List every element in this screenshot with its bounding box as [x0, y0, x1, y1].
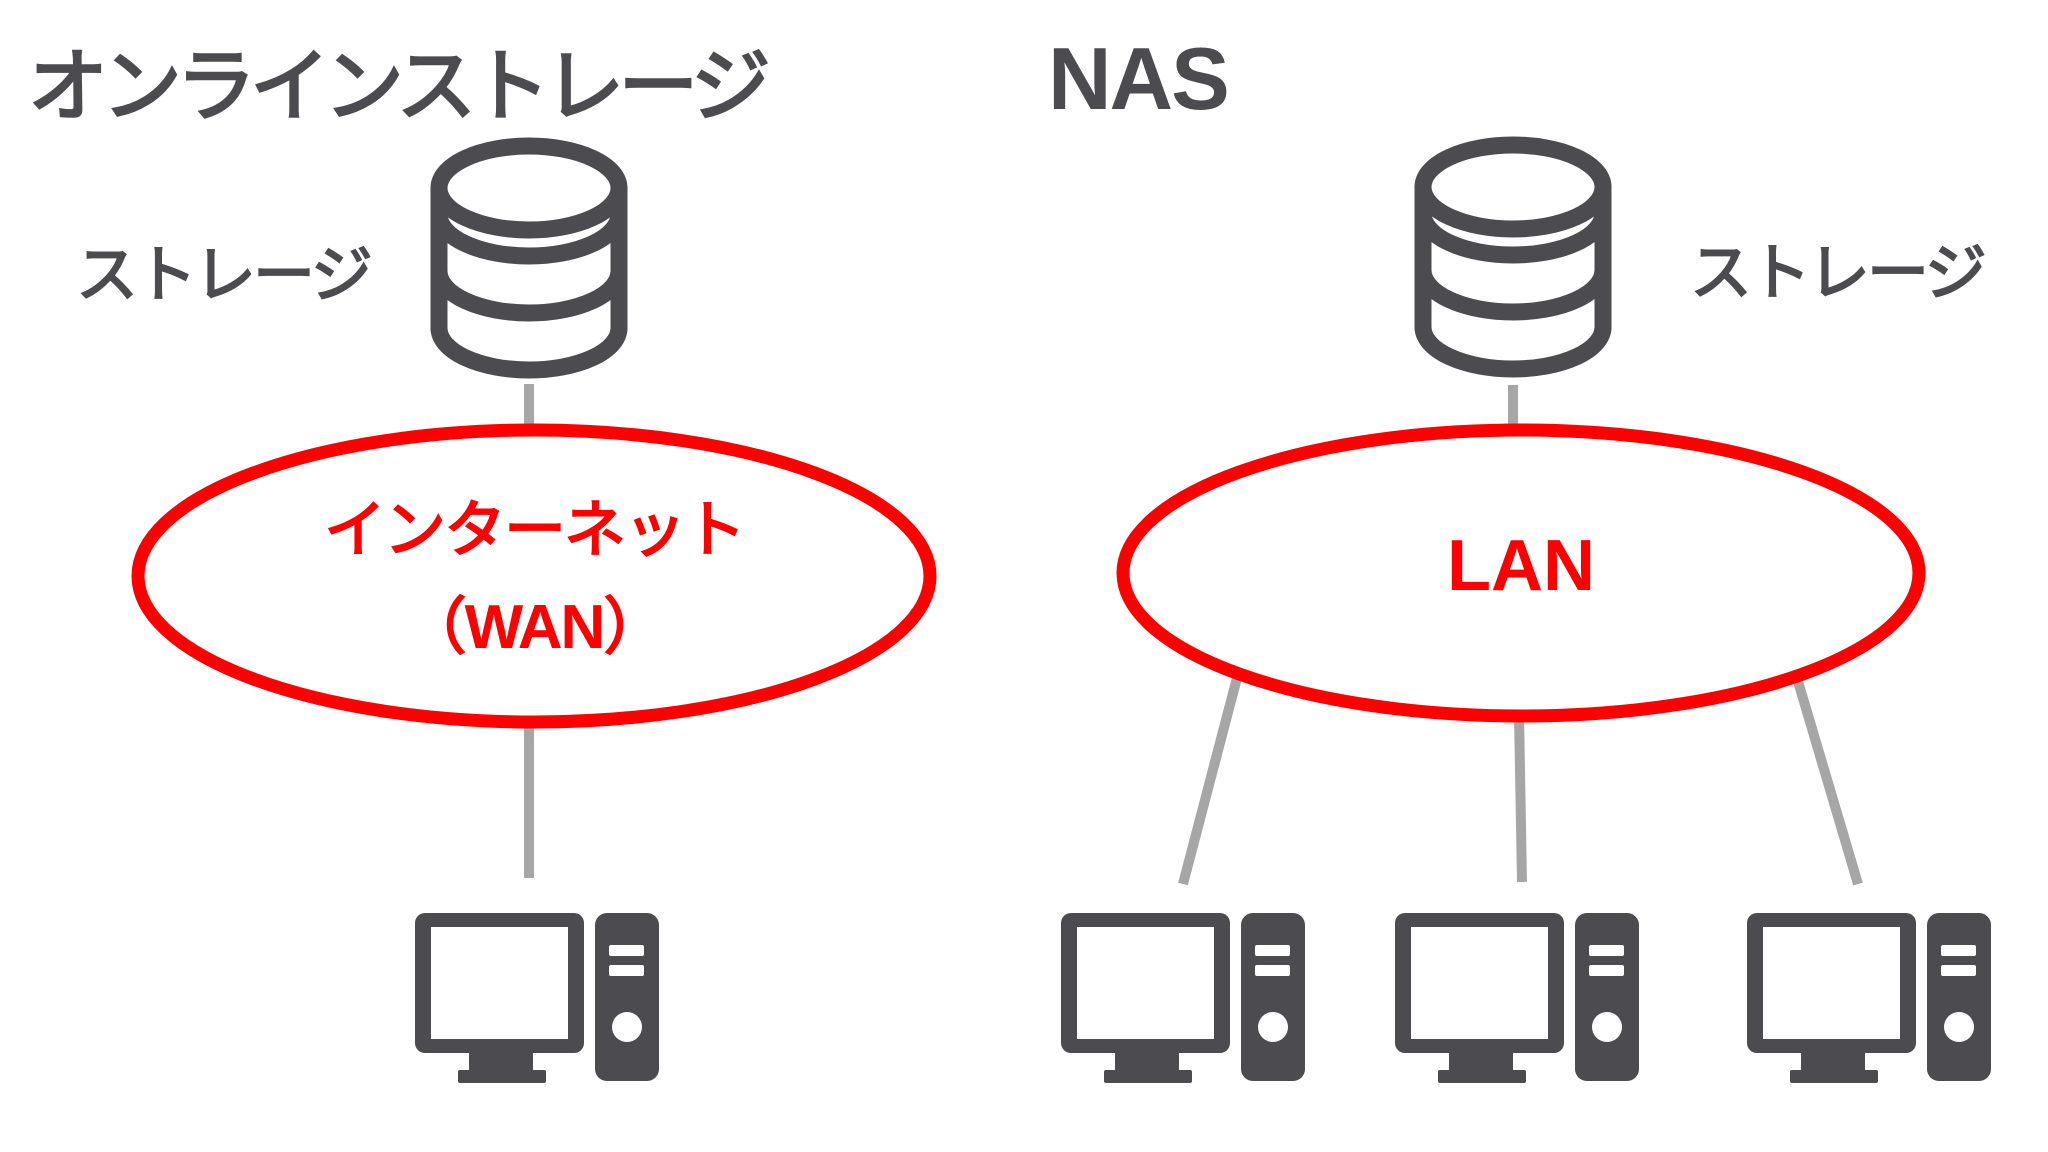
connector-lan-to-computer-2: [1514, 713, 1527, 883]
left-section-title: オンラインストレージ: [28, 42, 771, 131]
desktop-computer-icon-wan: [415, 913, 659, 1083]
wan-network-label-line1: インターネット: [323, 496, 746, 565]
right-section-title: NAS: [1048, 29, 1230, 128]
lan-network-ellipse: [1116, 423, 1926, 723]
wan-network-label-line2: （WAN）: [404, 593, 666, 662]
storage-cylinder-icon-left: [439, 146, 619, 370]
wan-network-ellipse: [131, 423, 937, 729]
connector-lan-to-computer-1: [1178, 676, 1242, 886]
desktop-computer-icon-lan-1: [1061, 913, 1305, 1083]
storage-cylinder-icon-right: [1423, 145, 1603, 369]
desktop-computer-icon-lan-2: [1395, 913, 1639, 1083]
right-storage-label: ストレージ: [1690, 239, 1987, 308]
connector-lan-to-computer-3: [1792, 676, 1863, 886]
left-storage-label: ストレージ: [76, 241, 373, 310]
wan-network-label: インターネット （WAN）: [138, 482, 930, 676]
lan-network-label: LAN: [1447, 526, 1595, 606]
desktop-computer-icon-lan-3: [1747, 913, 1991, 1083]
